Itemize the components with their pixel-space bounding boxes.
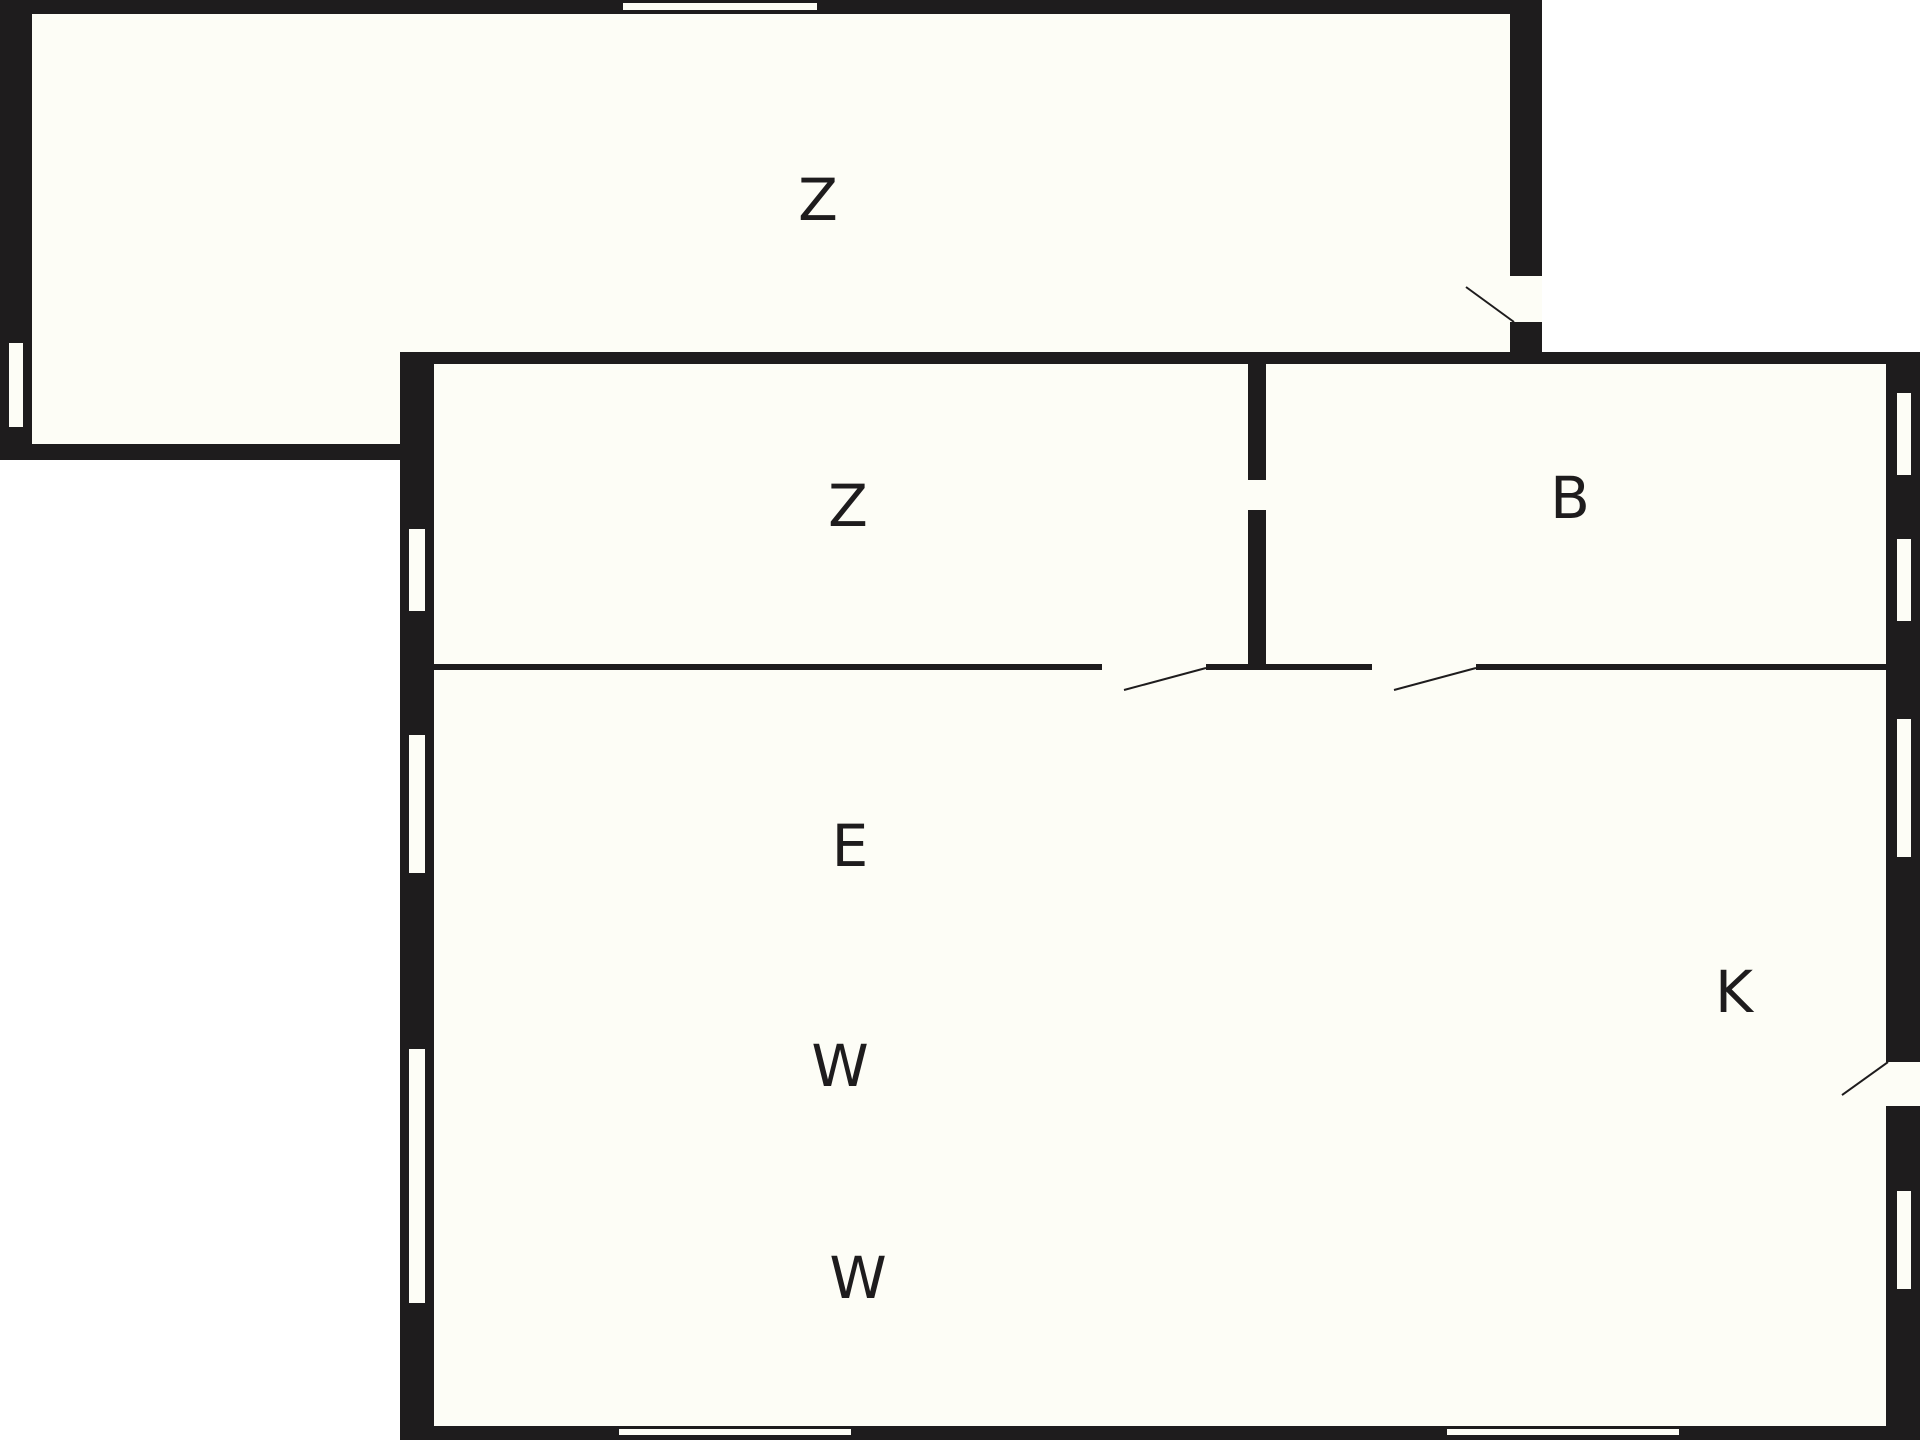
room-large-label-w2: W xyxy=(829,1244,886,1312)
wall-interior-vertical xyxy=(1248,360,1266,668)
doors xyxy=(1102,276,1920,1106)
window-left-middle xyxy=(407,527,427,613)
window-right-3 xyxy=(1895,717,1913,859)
door-top-room-swing xyxy=(1465,286,1515,323)
room-labels: Z Z B E W W K xyxy=(798,166,1755,1312)
room-large-label-e: E xyxy=(832,812,869,880)
room-large-label-k: K xyxy=(1715,958,1755,1026)
room-middle-right-label: B xyxy=(1550,464,1590,532)
room-large-label-w1: W xyxy=(811,1032,868,1100)
door-right-room-gap xyxy=(1372,662,1476,672)
door-left-room-swing xyxy=(1123,667,1207,691)
window-bottom-2 xyxy=(1445,1427,1681,1437)
window-left-top xyxy=(7,341,25,429)
room-top-label: Z xyxy=(798,166,838,234)
floor-room-large xyxy=(430,668,1886,1428)
door-left-room-gap xyxy=(1102,662,1206,672)
window-right-2 xyxy=(1895,537,1913,623)
door-exterior-right-swing xyxy=(1841,1061,1889,1096)
door-interior-vertical-gap xyxy=(1248,480,1266,510)
wall-middle-top xyxy=(414,352,1920,364)
door-right-room-swing xyxy=(1393,667,1477,691)
room-middle-left-label: Z xyxy=(828,472,868,540)
window-right-1 xyxy=(1895,391,1913,477)
door-exterior-right-gap xyxy=(1886,1062,1920,1106)
wall-top-room-bottom-left xyxy=(0,444,432,460)
window-bottom-1 xyxy=(617,1427,853,1437)
door-top-room-gap xyxy=(1510,276,1542,322)
floor-room-middle-right xyxy=(1266,360,1886,668)
windows xyxy=(7,1,1913,1437)
floors xyxy=(25,12,1886,1428)
window-left-lower-2 xyxy=(407,1047,427,1305)
floor-room-middle-left xyxy=(430,360,1252,668)
window-top-1 xyxy=(621,1,819,12)
window-right-4 xyxy=(1895,1189,1913,1291)
window-left-lower-1 xyxy=(407,733,427,875)
